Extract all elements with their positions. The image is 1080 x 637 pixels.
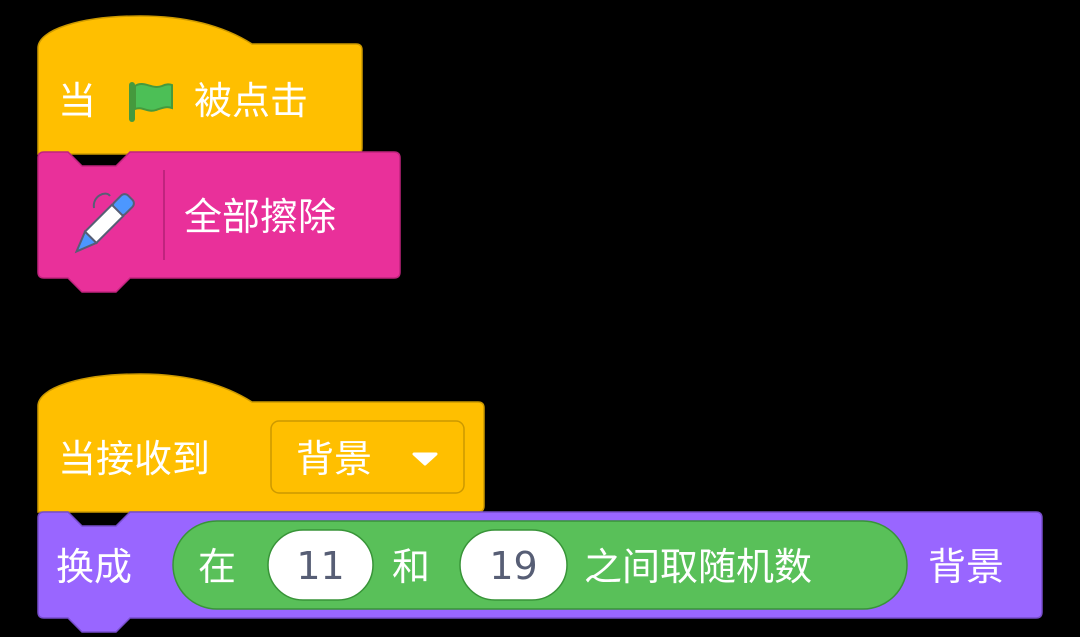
green-flag-icon (129, 82, 173, 122)
random-prefix-label: 在 (198, 545, 237, 589)
random-to-input-shape[interactable] (459, 529, 568, 601)
broadcast-dropdown-value[interactable]: 背景 (296, 437, 373, 481)
random-middle-label: 和 (392, 545, 431, 589)
when-i-receive-label: 当接收到 (58, 437, 211, 481)
when-flag-clicked-hat-block[interactable] (37, 15, 363, 155)
random-suffix-label: 之间取随机数 (584, 545, 813, 589)
switch-backdrop-prefix-label: 换成 (56, 545, 133, 589)
hat-prefix-label: 当 (58, 79, 97, 123)
random-from-input-shape[interactable] (267, 529, 374, 601)
switch-backdrop-suffix-label: 背景 (928, 545, 1005, 589)
dropdown-arrow-icon[interactable] (411, 451, 439, 467)
pen-icon (74, 192, 135, 254)
broadcast-dropdown[interactable] (270, 420, 465, 494)
hat-suffix-label: 被点击 (194, 79, 309, 123)
random-from-value[interactable]: 11 (296, 544, 345, 588)
pen-clear-block[interactable] (37, 151, 401, 293)
random-to-value[interactable]: 19 (489, 544, 538, 588)
pen-clear-label: 全部擦除 (184, 195, 337, 239)
